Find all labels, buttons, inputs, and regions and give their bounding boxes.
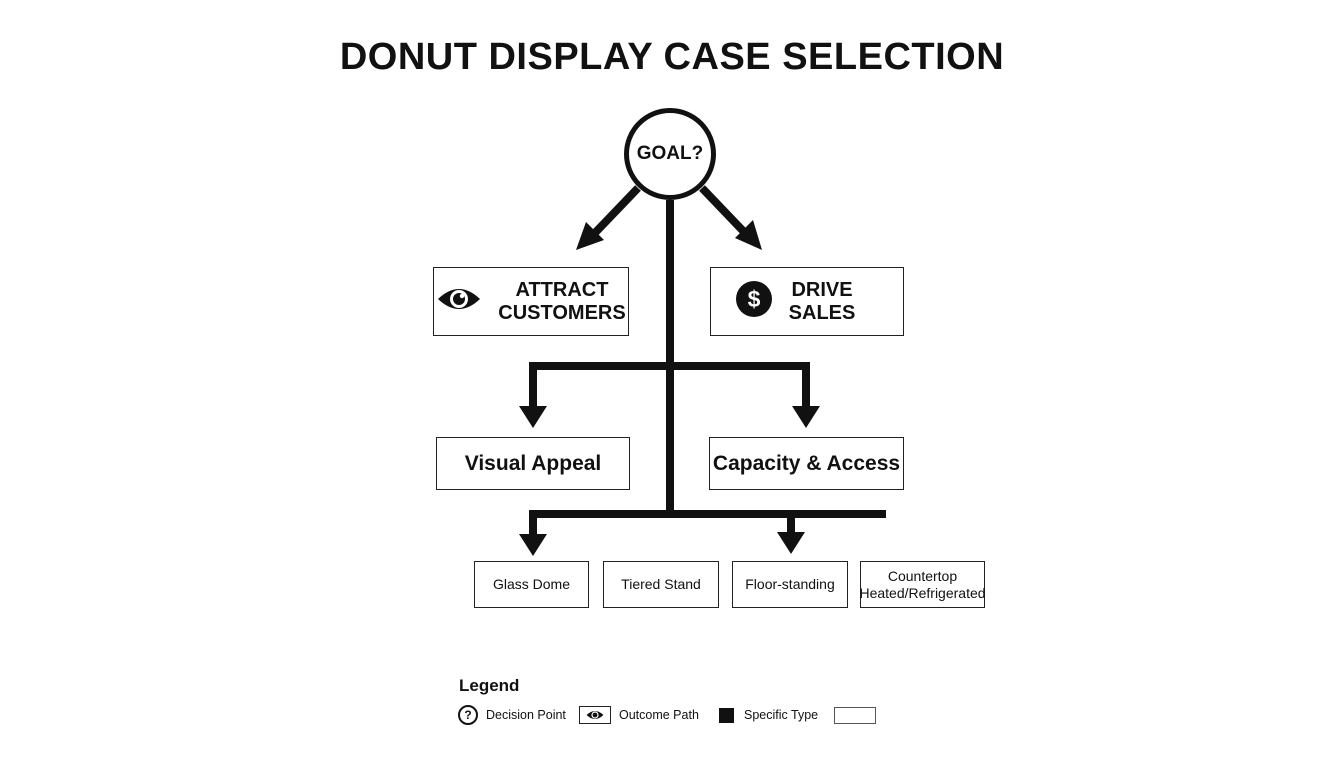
outcome-label: ATTRACT CUSTOMERS bbox=[498, 279, 625, 325]
type-label-line2: Heated/Refrigerated bbox=[859, 584, 986, 601]
type-label-line1: Countertop bbox=[887, 567, 958, 584]
feature-visual-appeal: Visual Appeal bbox=[436, 437, 630, 490]
type-glass-dome: Glass Dome bbox=[474, 561, 589, 608]
arrowhead-glass-dome bbox=[519, 534, 547, 556]
legend-label-decision: Decision Point bbox=[486, 708, 566, 722]
legend-item-outcome: Outcome Path bbox=[579, 703, 699, 727]
outcome-line2: SALES bbox=[788, 301, 856, 324]
eye-icon bbox=[579, 706, 611, 724]
eye-icon bbox=[436, 284, 482, 320]
page-title: DONUT DISPLAY CASE SELECTION bbox=[339, 36, 1005, 78]
empty-box-icon bbox=[834, 706, 876, 724]
type-floor-standing: Floor-standing bbox=[732, 561, 848, 608]
arrowhead-visual-appeal bbox=[519, 406, 547, 428]
type-label: Floor-standing bbox=[745, 576, 835, 592]
legend-item-type: Specific Type bbox=[719, 703, 818, 727]
type-tiered-stand: Tiered Stand bbox=[603, 561, 719, 608]
feature-capacity-access: Capacity & Access bbox=[709, 437, 904, 490]
outcome-line2: CUSTOMERS bbox=[498, 301, 626, 324]
legend-title: Legend bbox=[459, 676, 520, 695]
legend: ? Decision Point Outcome Path Specific T… bbox=[458, 703, 888, 727]
arrow-goal-to-sales bbox=[699, 185, 749, 237]
svg-text:$: $ bbox=[747, 286, 760, 312]
arrow-goal-to-attract bbox=[589, 185, 641, 239]
outcome-line1: DRIVE bbox=[791, 278, 853, 301]
square-icon bbox=[719, 707, 734, 723]
decision-node-goal: GOAL? bbox=[624, 108, 716, 200]
outcome-label: DRIVE SALES bbox=[789, 279, 856, 325]
type-label: Glass Dome bbox=[492, 576, 571, 592]
legend-label-type: Specific Type bbox=[744, 708, 819, 722]
legend-item-decision: ? Decision Point bbox=[458, 703, 566, 727]
outcome-attract-customers: ATTRACT CUSTOMERS bbox=[433, 267, 629, 336]
legend-item-empty bbox=[834, 703, 876, 727]
outcome-drive-sales: $ DRIVE SALES bbox=[710, 267, 904, 336]
arrowhead-sales bbox=[735, 220, 762, 250]
type-countertop: Countertop Heated/Refrigerated bbox=[859, 561, 986, 608]
arrowhead-capacity bbox=[792, 406, 820, 428]
legend-label-outcome: Outcome Path bbox=[619, 708, 699, 722]
type-label: Tiered Stand bbox=[621, 576, 701, 592]
question-icon: ? bbox=[458, 705, 478, 725]
dollar-icon: $ bbox=[735, 280, 773, 324]
arrowhead-attract bbox=[576, 222, 604, 250]
arrowhead-floor-standing bbox=[777, 532, 805, 554]
outcome-line1: ATTRACT bbox=[515, 278, 609, 301]
